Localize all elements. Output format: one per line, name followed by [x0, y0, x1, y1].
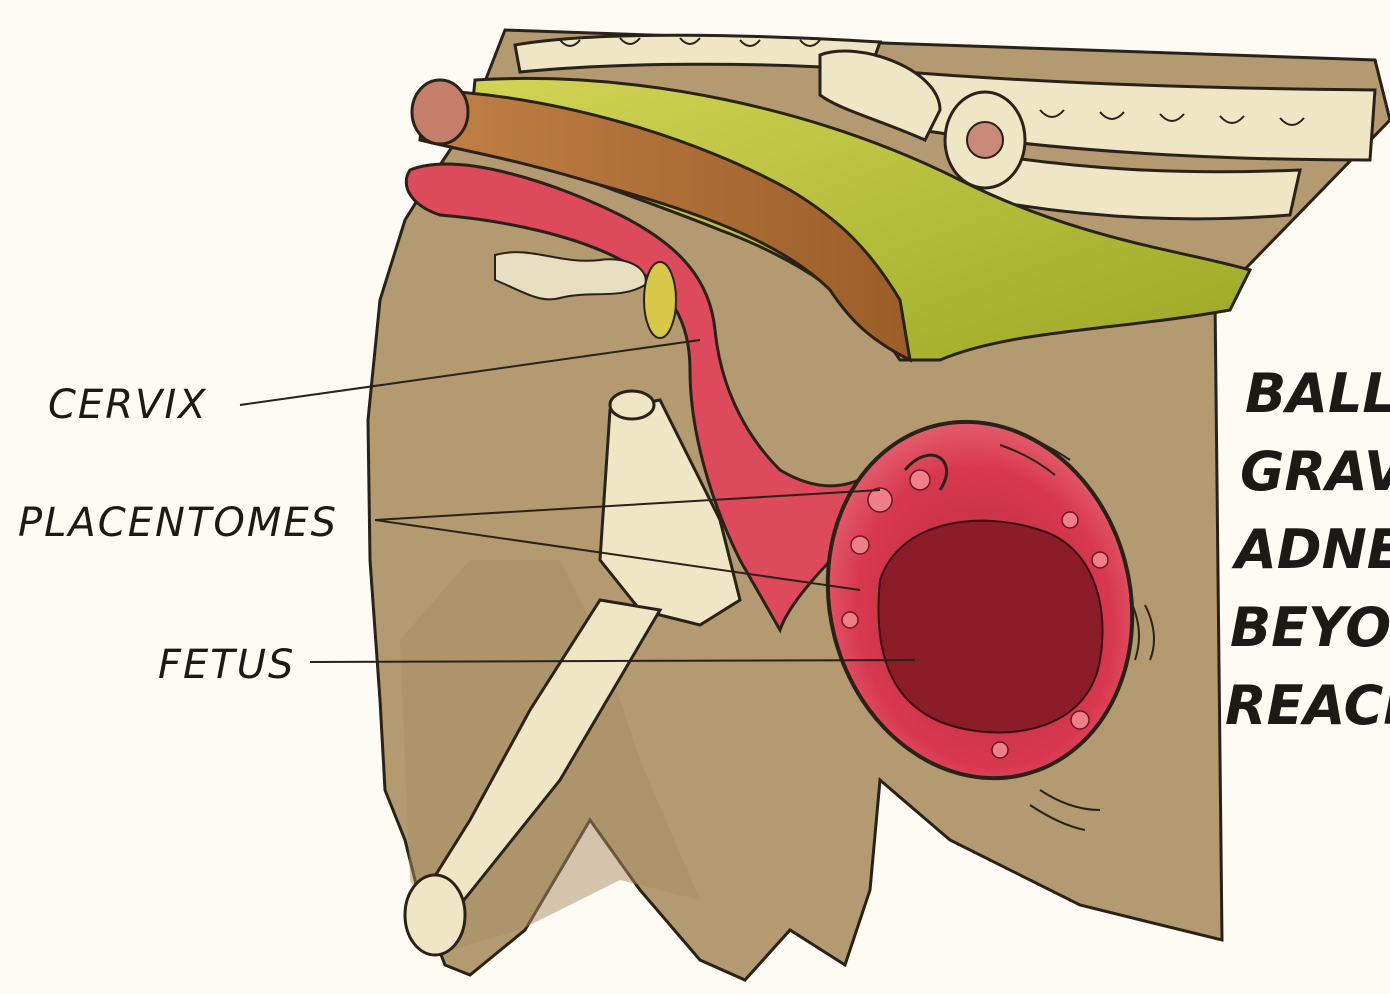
anus-tissue — [412, 80, 468, 144]
label-cervix: CERVIX — [48, 382, 208, 428]
side-note-line3: ADNEX — [1231, 518, 1390, 581]
side-note-line4: BEYON — [1230, 596, 1390, 659]
label-placentomes: PLACENTOMES — [18, 500, 338, 546]
label-fetus: FETUS — [158, 642, 295, 688]
ovary — [644, 262, 676, 338]
side-note-line2: GRAVI — [1240, 440, 1390, 503]
side-note-line1: BALLC — [1245, 362, 1390, 425]
side-note-line5: REACH — [1225, 674, 1390, 737]
fetus-shape — [878, 521, 1102, 733]
